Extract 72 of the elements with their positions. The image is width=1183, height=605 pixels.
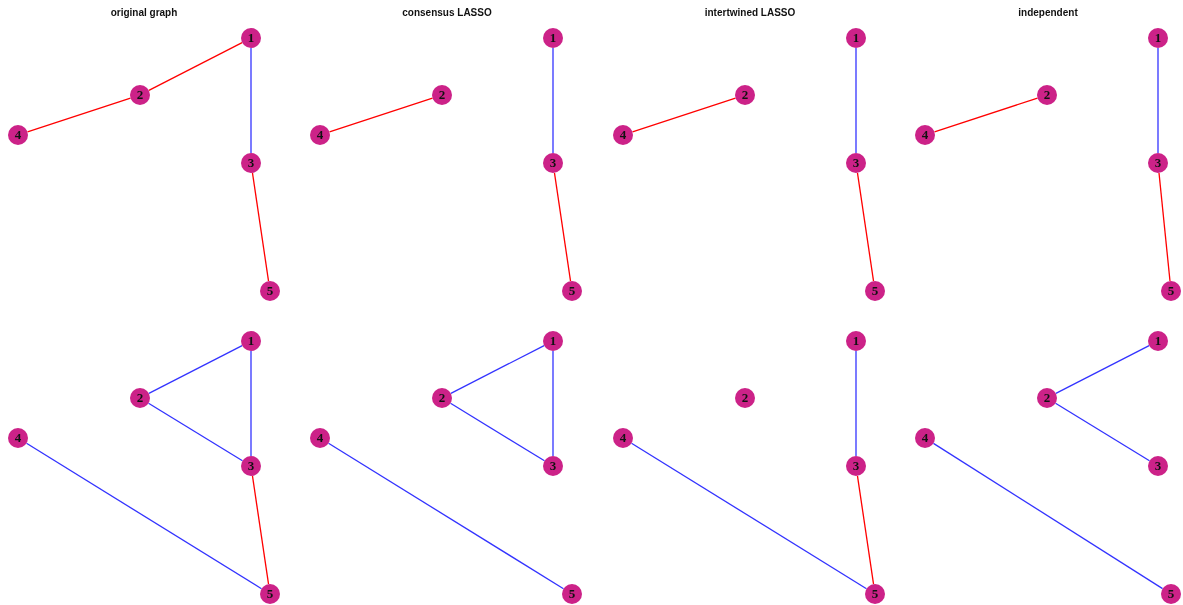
graph-node: 4 — [613, 125, 633, 145]
graph-node: 2 — [130, 85, 150, 105]
graph-node: 4 — [915, 428, 935, 448]
graph-node: 5 — [562, 584, 582, 604]
graph-node: 3 — [1148, 456, 1168, 476]
graph-node: 1 — [241, 331, 261, 351]
graph-node: 5 — [865, 281, 885, 301]
graph-node: 1 — [1148, 331, 1168, 351]
graph-edge — [553, 172, 572, 282]
graph-edge — [250, 47, 252, 154]
graph-edge — [147, 402, 244, 462]
graph-edge — [932, 442, 1164, 590]
graph-edge — [251, 475, 270, 585]
graph-node: 2 — [1037, 388, 1057, 408]
graph-node: 3 — [846, 456, 866, 476]
graph-node: 4 — [915, 125, 935, 145]
graph-node: 3 — [543, 153, 563, 173]
graph-node: 3 — [241, 456, 261, 476]
graph-edge — [1158, 172, 1171, 282]
graph-edge — [630, 442, 868, 590]
graph-edge — [855, 350, 857, 457]
graph-node: 4 — [310, 428, 330, 448]
graph-node: 1 — [241, 28, 261, 48]
graph-node: 2 — [432, 85, 452, 105]
graph-node: 1 — [846, 331, 866, 351]
panel-title: intertwined LASSO — [704, 7, 796, 18]
graph-node: 2 — [735, 85, 755, 105]
graph-edge — [449, 402, 546, 462]
graph-node: 2 — [130, 388, 150, 408]
graph-edge — [631, 97, 737, 133]
graph-node: 2 — [1037, 85, 1057, 105]
graph-edge — [552, 350, 554, 457]
graph-node: 3 — [846, 153, 866, 173]
graph-node: 1 — [846, 28, 866, 48]
panel-title: independent — [1018, 7, 1078, 18]
graph-node: 3 — [241, 153, 261, 173]
graph-node: 5 — [260, 584, 280, 604]
graph-edge — [327, 442, 565, 590]
graph-edge — [855, 47, 857, 154]
graph-node: 5 — [865, 584, 885, 604]
graph-edge — [328, 97, 434, 133]
graph-node: 4 — [8, 428, 28, 448]
graph-node: 5 — [260, 281, 280, 301]
graph-edge — [148, 344, 243, 395]
graph-node: 5 — [1161, 281, 1181, 301]
graph-node: 2 — [735, 388, 755, 408]
graph-edge — [933, 97, 1039, 133]
graph-edge — [856, 172, 875, 282]
graph-edge — [1054, 402, 1151, 462]
graph-edge — [251, 172, 270, 282]
graph-edge — [148, 41, 243, 92]
graph-node: 3 — [1148, 153, 1168, 173]
graph-edge — [552, 47, 554, 154]
graph-node: 5 — [562, 281, 582, 301]
graph-node: 4 — [613, 428, 633, 448]
graph-node: 4 — [8, 125, 28, 145]
graph-edge — [450, 344, 545, 395]
graph-edge — [25, 442, 263, 590]
graph-edge — [856, 475, 875, 585]
graph-node: 4 — [310, 125, 330, 145]
graph-edge — [1157, 47, 1159, 154]
graph-edge — [250, 350, 252, 457]
graph-node: 1 — [543, 28, 563, 48]
graph-edge — [1055, 344, 1150, 395]
graph-node: 3 — [543, 456, 563, 476]
panel-title: original graph — [110, 7, 178, 18]
graph-node: 1 — [543, 331, 563, 351]
graph-node: 5 — [1161, 584, 1181, 604]
graph-edge — [26, 97, 132, 133]
graph-node: 1 — [1148, 28, 1168, 48]
graph-node: 2 — [432, 388, 452, 408]
panel-title: consensus LASSO — [402, 7, 492, 18]
